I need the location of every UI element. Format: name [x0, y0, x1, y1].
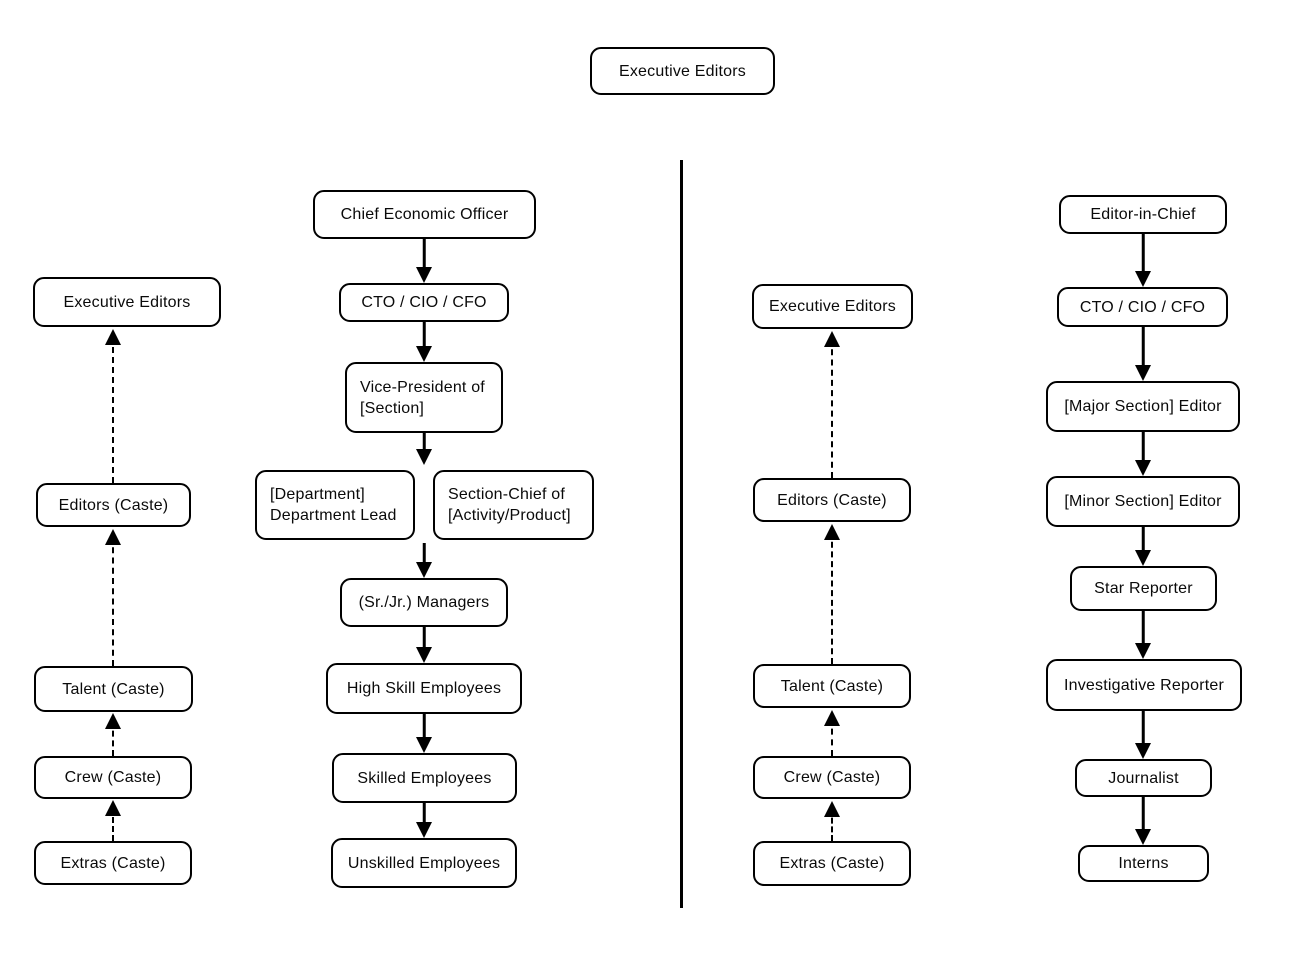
solid-arrow-down-icon	[1135, 611, 1151, 659]
dashed-arrow-up-icon	[824, 710, 840, 756]
node-left-talent-caste[interactable]: Talent (Caste)	[34, 666, 193, 712]
solid-arrow-down-icon	[416, 322, 432, 362]
node-high-skill-employees[interactable]: High Skill Employees	[326, 663, 522, 714]
solid-arrow-down-icon	[416, 543, 432, 578]
solid-arrow-down-icon	[1135, 527, 1151, 566]
node-department-lead[interactable]: [Department] Department Lead	[255, 470, 415, 540]
solid-arrow-down-icon	[416, 627, 432, 663]
solid-arrow-down-icon	[1135, 432, 1151, 476]
node-left-extras-caste[interactable]: Extras (Caste)	[34, 841, 192, 885]
node-minor-section-editor[interactable]: [Minor Section] Editor	[1046, 476, 1240, 527]
node-editor-in-chief[interactable]: Editor-in-Chief	[1059, 195, 1227, 234]
node-star-reporter[interactable]: Star Reporter	[1070, 566, 1217, 611]
node-left-crew-caste[interactable]: Crew (Caste)	[34, 756, 192, 799]
node-cto-cio-cfo-left[interactable]: CTO / CIO / CFO	[339, 283, 509, 322]
node-left-editors-caste[interactable]: Editors (Caste)	[36, 483, 191, 527]
dashed-arrow-up-icon	[105, 529, 121, 666]
node-vice-president-of-section[interactable]: Vice-President of [Section]	[345, 362, 503, 433]
node-right-talent-caste[interactable]: Talent (Caste)	[753, 664, 911, 708]
solid-arrow-down-icon	[416, 239, 432, 283]
solid-arrow-down-icon	[416, 803, 432, 838]
node-cto-cio-cfo-right[interactable]: CTO / CIO / CFO	[1057, 287, 1228, 327]
node-executive-editors-top[interactable]: Executive Editors	[590, 47, 775, 95]
node-sr-jr-managers[interactable]: (Sr./Jr.) Managers	[340, 578, 508, 627]
node-right-editors-caste[interactable]: Editors (Caste)	[753, 478, 911, 522]
node-skilled-employees[interactable]: Skilled Employees	[332, 753, 517, 803]
node-investigative-reporter[interactable]: Investigative Reporter	[1046, 659, 1242, 711]
dashed-arrow-up-icon	[824, 801, 840, 841]
dashed-arrow-up-icon	[105, 800, 121, 841]
solid-arrow-down-icon	[1135, 234, 1151, 287]
dashed-arrow-up-icon	[824, 524, 840, 664]
node-unskilled-employees[interactable]: Unskilled Employees	[331, 838, 517, 888]
node-journalist[interactable]: Journalist	[1075, 759, 1212, 797]
solid-arrow-down-icon	[416, 433, 432, 465]
node-right-crew-caste[interactable]: Crew (Caste)	[753, 756, 911, 799]
node-interns[interactable]: Interns	[1078, 845, 1209, 882]
node-section-chief[interactable]: Section-Chief of [Activity/Product]	[433, 470, 594, 540]
dashed-arrow-up-icon	[105, 713, 121, 756]
solid-arrow-down-icon	[1135, 797, 1151, 845]
dashed-arrow-up-icon	[105, 329, 121, 483]
solid-arrow-down-icon	[416, 714, 432, 753]
node-right-executive-editors[interactable]: Executive Editors	[752, 284, 913, 329]
dashed-arrow-up-icon	[824, 331, 840, 478]
solid-arrow-down-icon	[1135, 327, 1151, 381]
node-major-section-editor[interactable]: [Major Section] Editor	[1046, 381, 1240, 432]
node-right-extras-caste[interactable]: Extras (Caste)	[753, 841, 911, 886]
node-chief-economic-officer[interactable]: Chief Economic Officer	[313, 190, 536, 239]
divider-line	[680, 160, 683, 908]
solid-arrow-down-icon	[1135, 711, 1151, 759]
node-left-executive-editors[interactable]: Executive Editors	[33, 277, 221, 327]
